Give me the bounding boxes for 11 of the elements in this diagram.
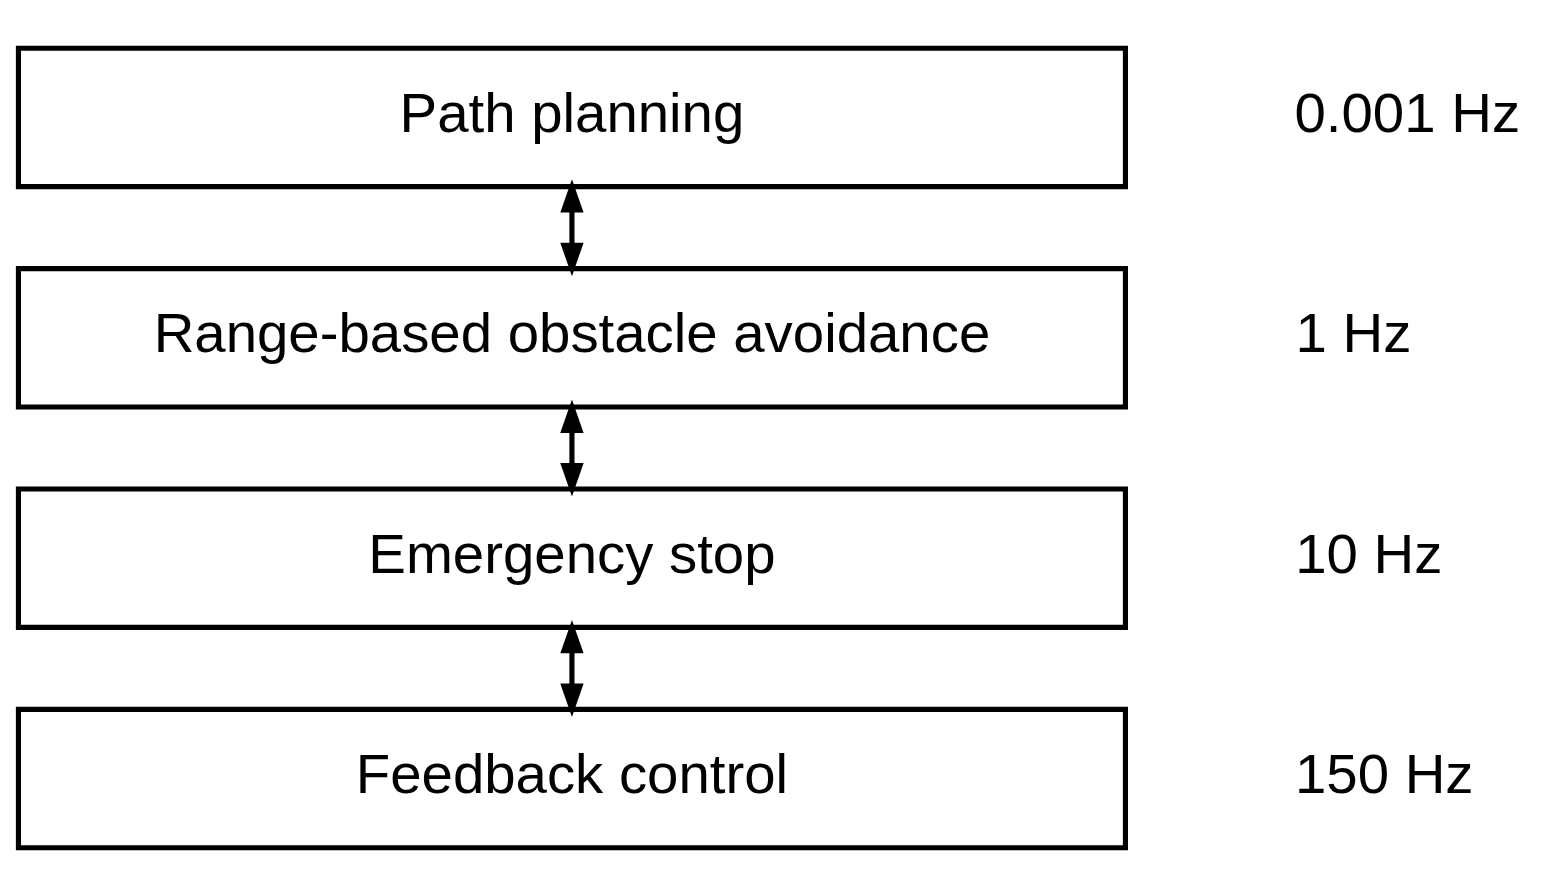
node-box: Emergency stop xyxy=(15,485,1128,630)
arrow xyxy=(560,178,584,276)
node-label: 150 Hz xyxy=(1294,741,1474,805)
arrow xyxy=(560,399,584,496)
arrow xyxy=(560,619,584,717)
node-box: Feedback control xyxy=(15,706,1128,850)
node-label: 10 Hz xyxy=(1295,521,1443,585)
node-label: 1 Hz xyxy=(1295,300,1412,364)
node-label: 0.001 Hz xyxy=(1294,80,1521,144)
node-box: Range-based obstacle avoidance xyxy=(15,265,1128,410)
node-box: Path planning xyxy=(15,45,1128,189)
